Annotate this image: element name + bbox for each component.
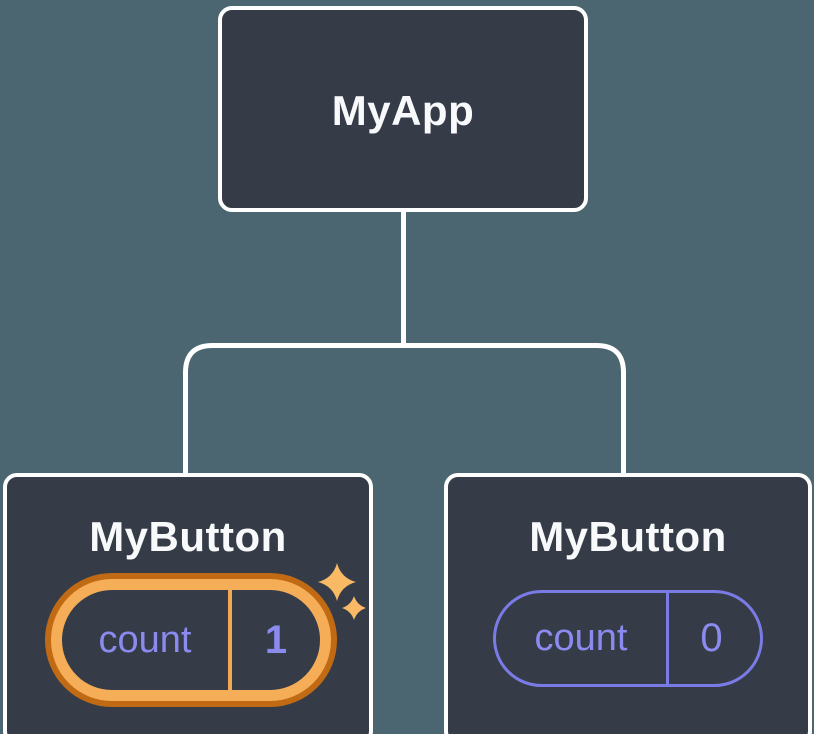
sparkle-small	[342, 596, 366, 620]
state-pill-plain: count 0	[493, 590, 763, 687]
node-mybutton-right-label: MyButton	[529, 513, 727, 560]
sparkle-large	[318, 563, 356, 601]
node-mybutton-left-label: MyButton	[89, 513, 287, 560]
state-value: 1	[264, 618, 288, 662]
state-pill-divider	[228, 590, 232, 690]
node-mybutton-left: MyButton count 1	[3, 473, 373, 734]
state-key-label: count	[98, 619, 192, 661]
state-pill-divider	[666, 593, 669, 684]
state-pill-highlighted: count 1	[51, 579, 331, 701]
node-mybutton-right: MyButton count 0	[444, 473, 812, 734]
node-myapp: MyApp	[218, 6, 588, 212]
sparkles-icon	[318, 563, 366, 620]
node-myapp-label: MyApp	[331, 87, 475, 134]
state-value: 0	[700, 616, 723, 660]
state-key-label: count	[534, 617, 628, 659]
connector-branch	[183, 343, 626, 477]
